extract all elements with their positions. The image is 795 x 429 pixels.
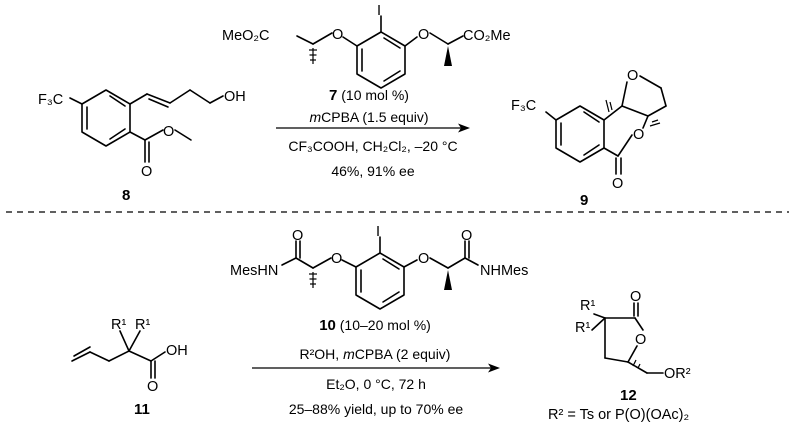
catalyst-7-right-oxygen: O [418,27,429,43]
catalyst-10-right-oxygen: O [418,251,429,267]
product-9-ring-oxygen: O [627,68,638,84]
product-9-carbonyl-oxygen: O [612,176,623,192]
conditions-top-result: 46%, 91% ee [331,163,414,179]
substrate-11-structure [71,330,166,379]
conditions-bottom-solvent: Et₂O, 0 °C, 72 h [326,376,426,392]
catalyst-10-structure [281,236,479,310]
substrate-11-number: 11 [134,401,150,418]
catalyst-7-benzene-ring [356,31,406,89]
reaction-arrow-bottom [252,363,500,373]
product-9-lactone-oxygen: O [633,127,644,143]
conditions-bottom-catalyst: 10 (10–20 mol %) [319,317,431,334]
substrate-8-ester-oxygen: O [163,124,174,140]
substrate-11-r1-left: R¹ [111,317,126,333]
conditions-bottom-result: 25–88% yield, up to 70% ee [289,401,464,417]
catalyst-7-left-oxygen: O [332,27,343,43]
conditions-top-oxidant: mCPBA (1.5 equiv) [309,109,428,125]
product-12-number: 12 [620,387,637,404]
product-9-structure [545,75,667,175]
product-12-r2-note: R² = Ts or P(O)(OAc)₂ [548,407,689,423]
product-12-r1-top: R¹ [580,298,595,314]
catalyst-10-iodo: I [376,224,380,240]
substrate-8-number: 8 [122,187,130,204]
catalyst-10-left-carbonyl-oxygen: O [292,228,303,244]
catalyst-10-left-oxygen: O [331,251,342,267]
substrate-8-hydroxyl: OH [224,89,246,105]
catalyst-10-right-carbonyl-oxygen: O [461,228,472,244]
catalyst-7-right-ester: CO₂Me [463,28,511,44]
reaction-arrow-top [276,123,470,133]
catalyst-7-structure [296,15,464,89]
substrate-11-r1-right: R¹ [135,317,150,333]
catalyst-10-right-amide: NHMes [480,263,528,279]
conditions-top-catalyst: 7 (10 mol %) [329,87,409,104]
product-12-r1-bottom: R¹ [575,320,590,336]
catalyst-7-iodo: I [377,3,381,19]
product-12-ether-group: OR² [664,366,691,382]
substrate-8-carbonyl-oxygen: O [141,164,152,180]
product-12-structure [591,302,664,374]
substrate-11-hydroxyl: OH [166,343,188,359]
product-9-cf3: F₃C [511,98,536,114]
conditions-bottom-reagents: R²OH, mCPBA (2 equiv) [300,346,451,362]
substrate-8-structure [69,89,224,163]
substrate-8-cf3: F₃C [38,92,63,108]
catalyst-10-left-amide: MesHN [230,263,278,279]
product-9-number: 9 [580,192,588,209]
substrate-11-carbonyl-oxygen: O [147,379,158,395]
catalyst-7-left-ester: MeO₂C [222,28,270,44]
product-12-ring-oxygen: O [635,332,646,348]
product-12-carbonyl-oxygen: O [630,289,641,305]
conditions-top-solvent: CF₃COOH, CH₂Cl₂, –20 °C [288,138,457,154]
